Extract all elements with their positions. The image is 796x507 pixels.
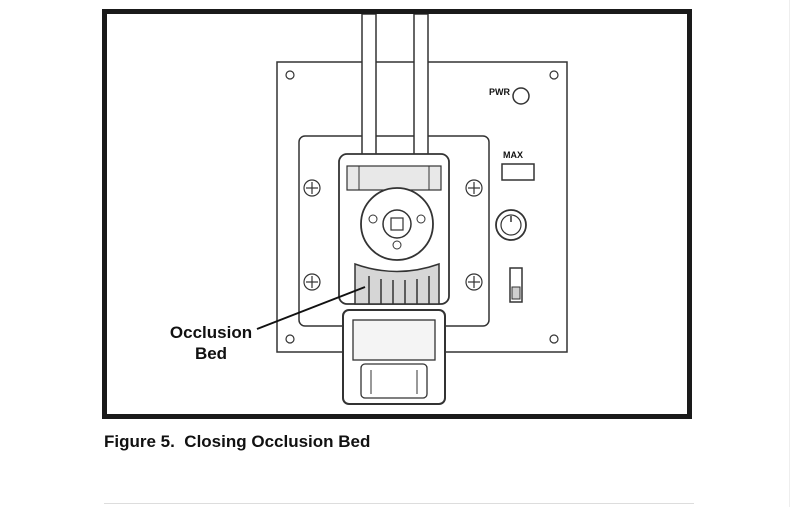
figure-caption: Figure 5. Closing Occlusion Bed [104,432,371,451]
panel-label-max: MAX [503,150,523,160]
callout-bed: Bed [194,344,228,363]
page-edge [789,0,790,507]
divider [104,503,694,504]
callout-occlusion: Occlusion [169,323,253,342]
panel-label-pwr: PWR [489,87,510,97]
pump-illustration [256,14,568,405]
figure-frame: PWR MAX Occlusion Bed [102,9,692,419]
